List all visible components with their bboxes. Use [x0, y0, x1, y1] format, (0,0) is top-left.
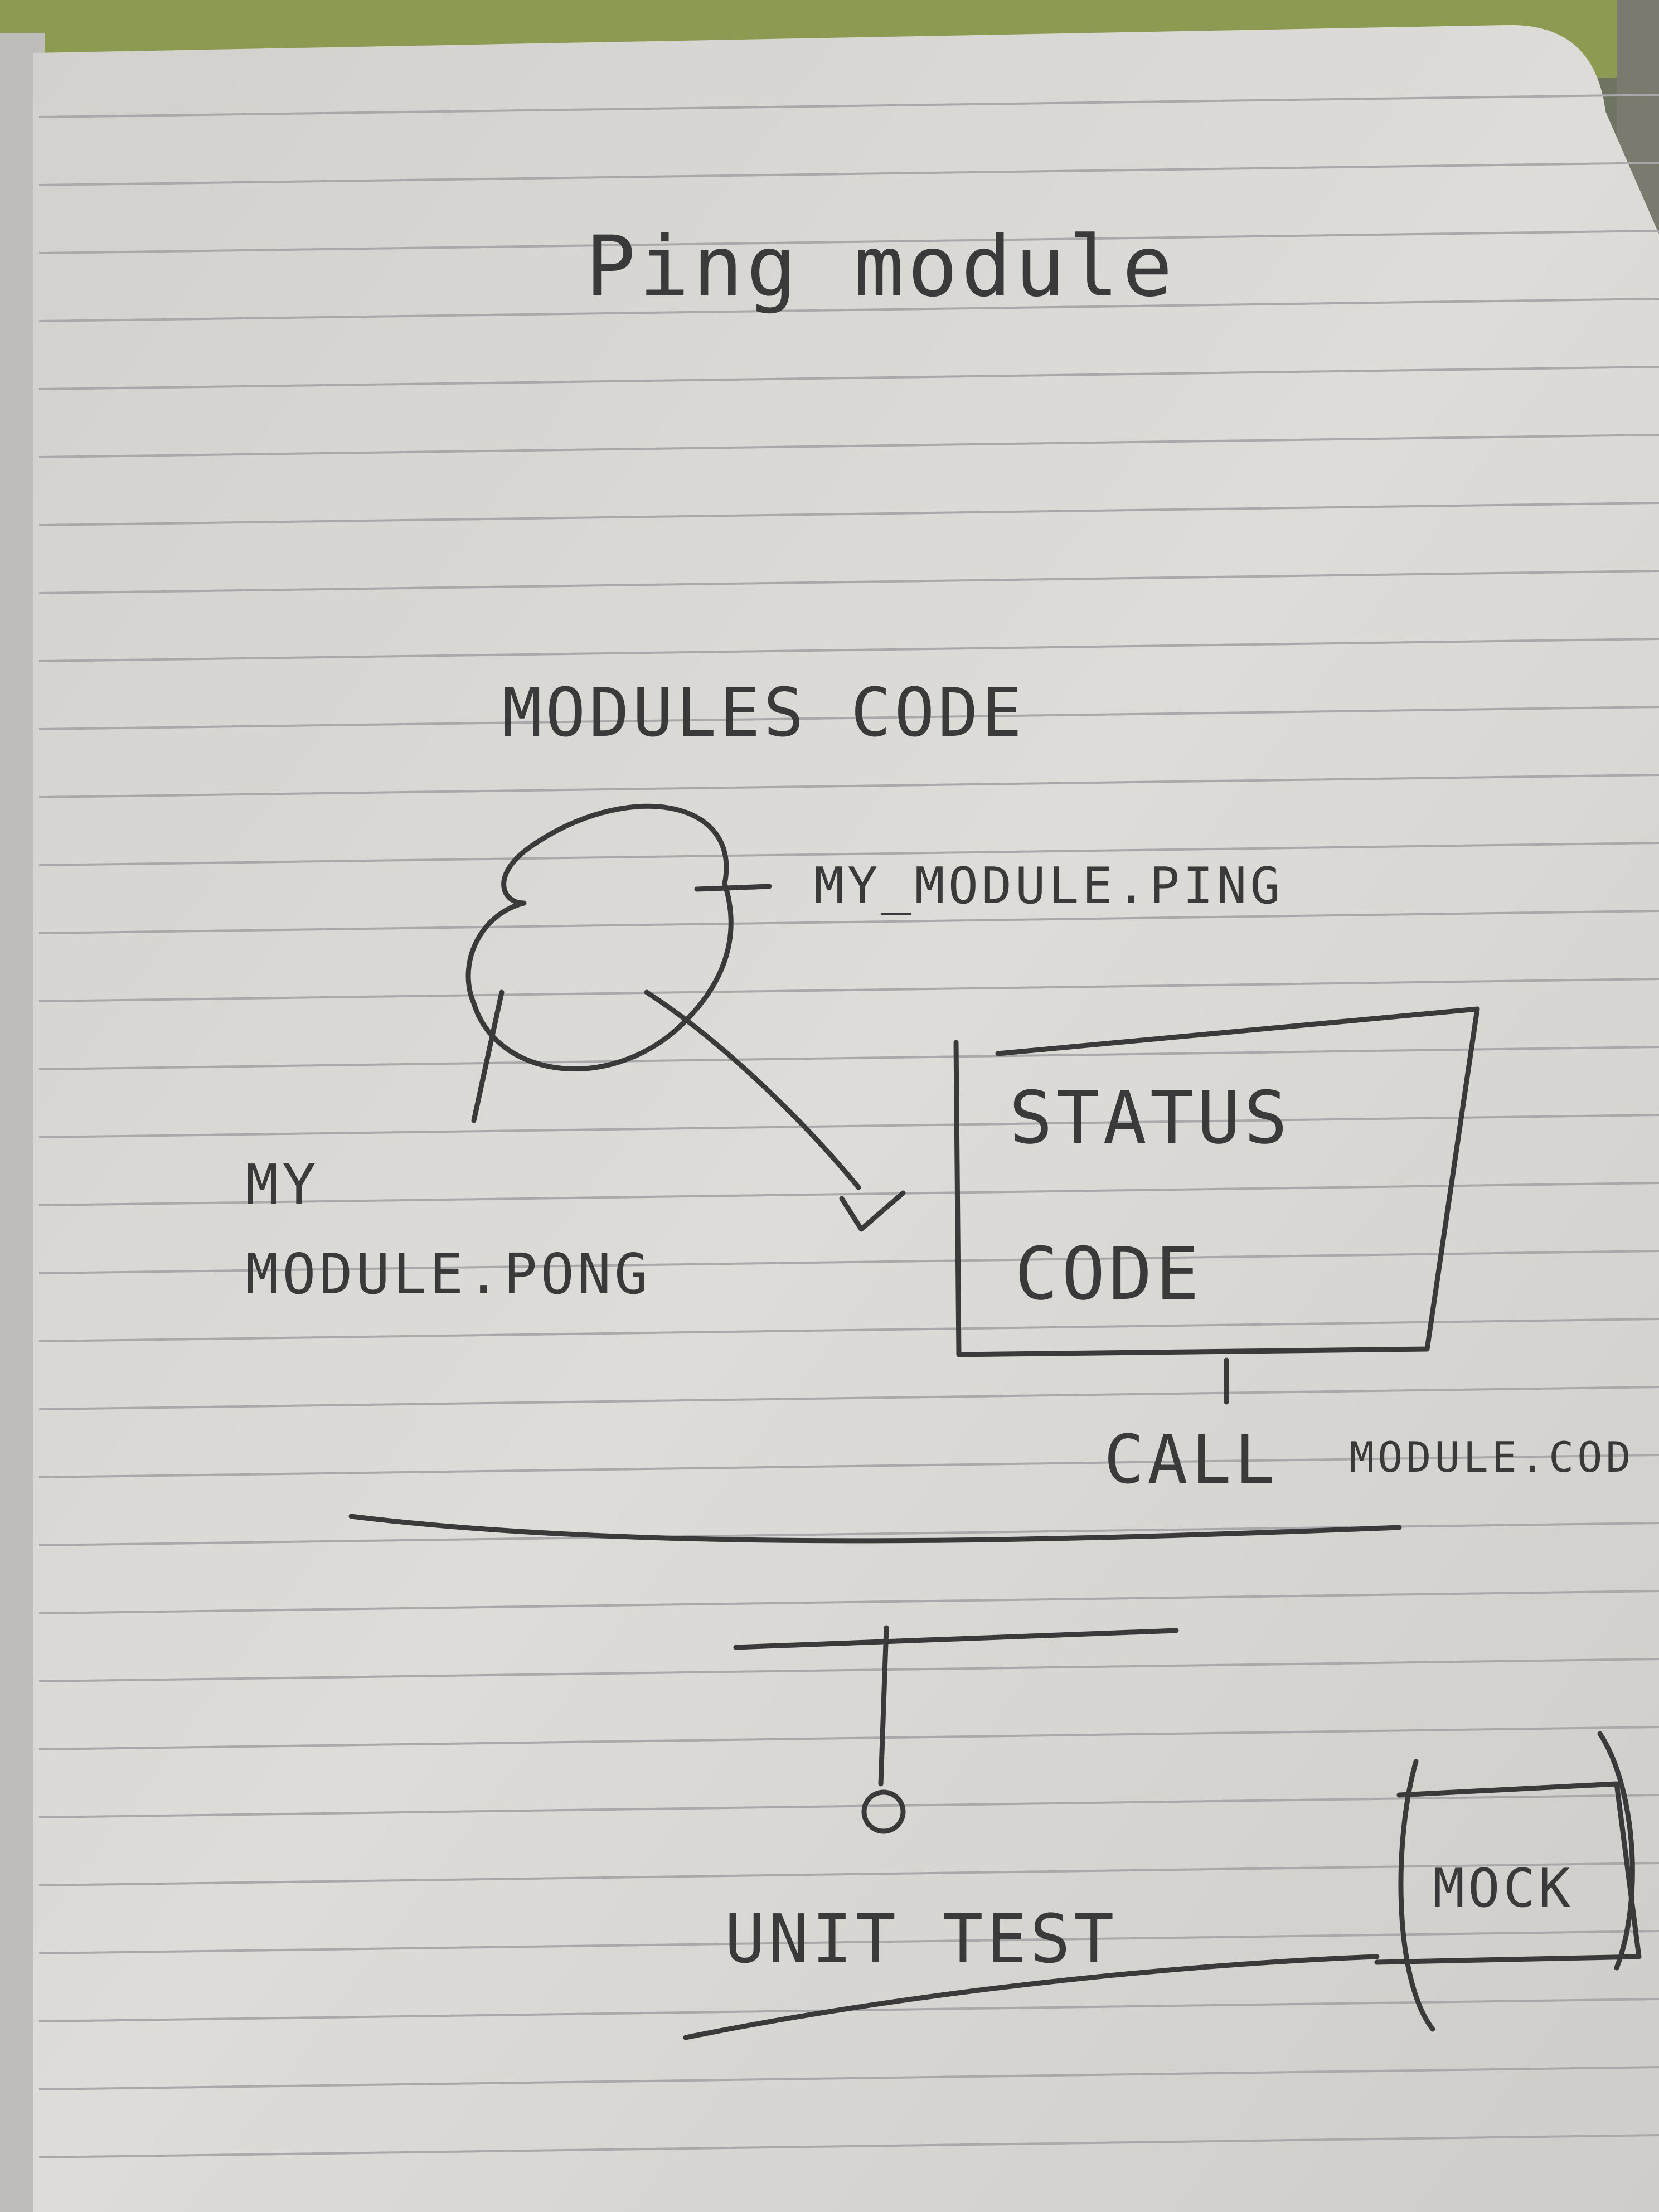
rule-line [38, 1250, 1659, 1274]
diagram-ink [348, 803, 1642, 2040]
rule-line [38, 1046, 1659, 1070]
module-code-label: MODULE.COD [1349, 1433, 1634, 1482]
rule-line [38, 842, 1659, 866]
call-label: CALL [1104, 1422, 1278, 1499]
rule-line [38, 978, 1659, 1002]
pong-label-line1: MY [245, 1152, 319, 1217]
branch-drop [878, 1625, 889, 1787]
rule-line [38, 1182, 1659, 1206]
page-title: Ping module [585, 219, 1176, 316]
arrow-head-icon [839, 1190, 906, 1232]
branch-node [861, 1789, 906, 1834]
rule-line [38, 2134, 1659, 2158]
branch-bar [733, 1628, 1179, 1650]
rule-line [38, 706, 1659, 730]
rule-line [38, 1454, 1659, 1478]
rule-line [38, 1930, 1659, 1954]
rule-line [38, 570, 1659, 594]
rule-line [38, 774, 1659, 798]
unit-test-label: UNIT TEST [725, 1901, 1117, 1978]
ping-label: MY_MODULE.PING [814, 857, 1284, 915]
rule-line [38, 910, 1659, 934]
ping-pong-loop [465, 803, 734, 1071]
mock-box [1374, 1759, 1642, 2032]
rule-line [38, 1590, 1659, 1614]
rule-line [38, 366, 1659, 390]
rule-line [38, 2066, 1659, 2090]
rule-line [38, 1658, 1659, 1682]
status-code-box [953, 1006, 1480, 1357]
rule-line [38, 1386, 1659, 1410]
ruled-lines [38, 94, 1659, 2158]
rule-line [38, 1114, 1659, 1138]
section-heading: MODULES CODE [502, 675, 1025, 752]
rule-line [38, 1726, 1659, 1750]
arrow-to-status-code [644, 989, 861, 1190]
rule-line [38, 1794, 1659, 1818]
rule-line [38, 94, 1659, 118]
rule-line [38, 1862, 1659, 1886]
rule-line [38, 298, 1659, 322]
ping-tick [694, 884, 772, 892]
rule-line [38, 638, 1659, 662]
rule-line [38, 230, 1659, 254]
section-underline [348, 1514, 1402, 1544]
unit-test-underline [683, 1954, 1380, 2040]
rule-line [38, 1318, 1659, 1342]
mock-scribble [1597, 1731, 1635, 1971]
mock-label: MOCK [1433, 1858, 1574, 1919]
pong-label-line2: MODULE.PONG [245, 1241, 651, 1307]
rule-line [38, 502, 1659, 526]
status-label: STATUS [1009, 1075, 1291, 1160]
pong-tail [471, 989, 505, 1123]
rule-line [38, 434, 1659, 458]
rule-line [38, 162, 1659, 186]
code-label: CODE [1015, 1231, 1202, 1316]
